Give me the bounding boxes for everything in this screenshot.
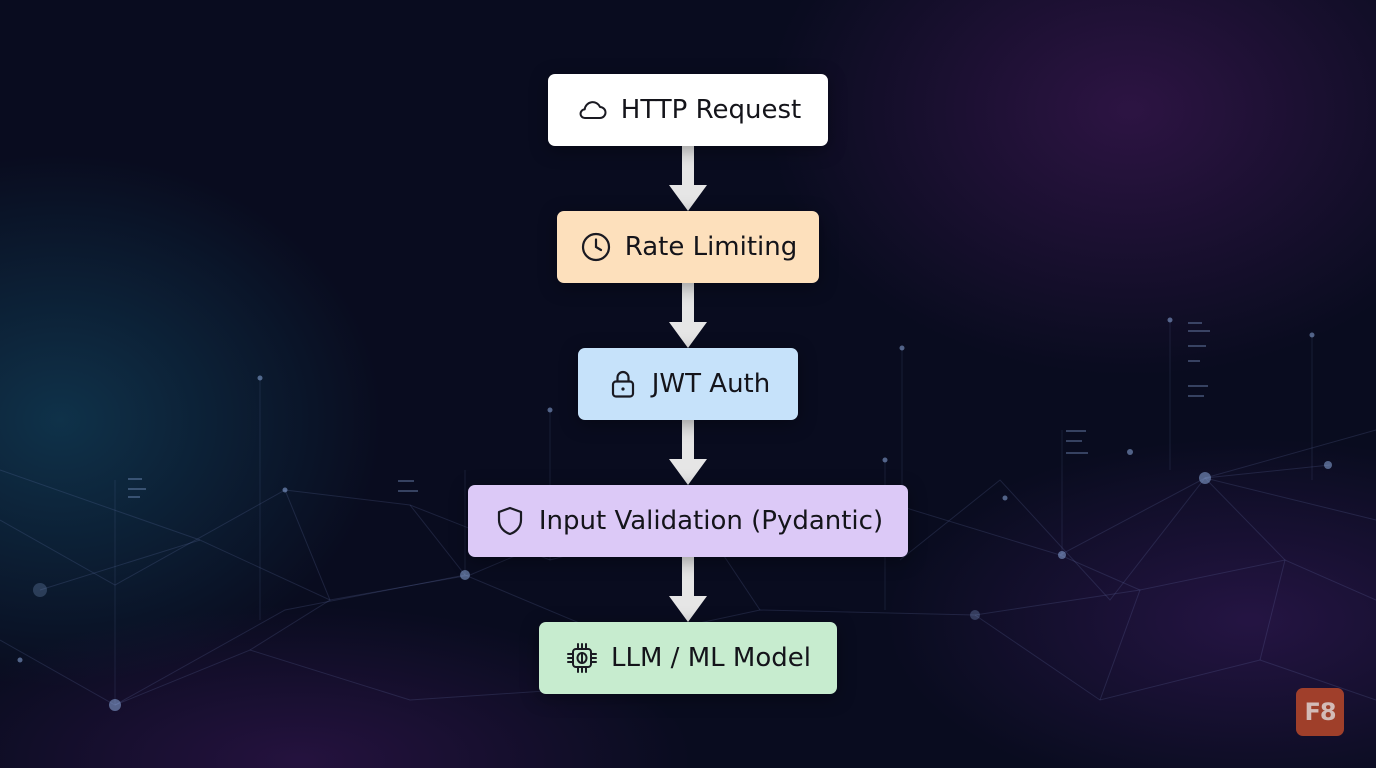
lock-icon — [606, 367, 640, 401]
node-label: Input Validation (Pydantic) — [538, 506, 884, 536]
arrow-shaft-rate-jwt — [682, 283, 694, 323]
arrow-head-input-llm — [669, 596, 707, 622]
arrow-shaft-http-rate — [682, 146, 694, 186]
node-label: HTTP Request — [620, 95, 802, 125]
node-label: LLM / ML Model — [611, 643, 811, 673]
badge-text: F8 — [1304, 698, 1336, 726]
node-input-validation: Input Validation (Pydantic) — [468, 485, 908, 557]
arrow-head-rate-jwt — [669, 322, 707, 348]
arrow-head-jwt-input — [669, 459, 707, 485]
node-rate-limiting: Rate Limiting — [557, 211, 819, 283]
node-http-request: HTTP Request — [548, 74, 828, 146]
node-label: Rate Limiting — [624, 232, 798, 262]
node-jwt-auth: JWT Auth — [578, 348, 798, 420]
node-label: JWT Auth — [651, 369, 771, 399]
cloud-icon — [575, 93, 609, 127]
arrow-head-http-rate — [669, 185, 707, 211]
chip-icon — [565, 641, 599, 675]
shield-icon — [493, 504, 527, 538]
node-llm-model: LLM / ML Model — [539, 622, 837, 694]
f8-logo-badge: F8 — [1296, 688, 1344, 736]
arrow-shaft-jwt-input — [682, 420, 694, 460]
clock-icon — [579, 230, 613, 264]
arrow-shaft-input-llm — [682, 557, 694, 597]
